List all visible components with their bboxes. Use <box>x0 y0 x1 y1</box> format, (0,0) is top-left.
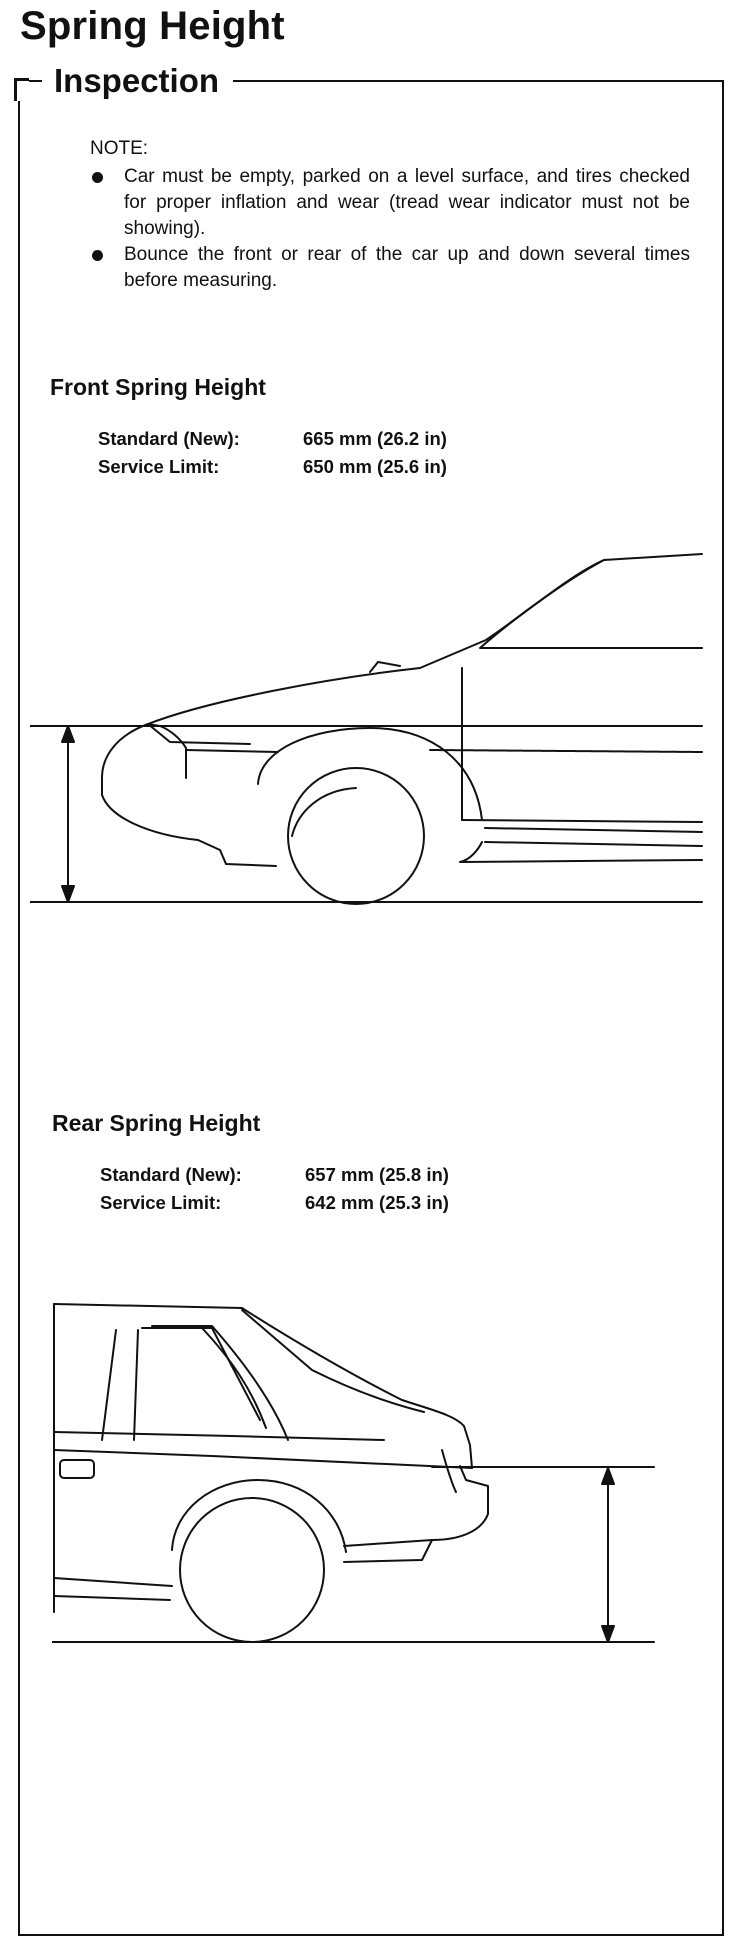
rear-arrow-head-top <box>601 1467 615 1485</box>
note-item: Car must be empty, parked on a level sur… <box>90 164 690 242</box>
front-heading: Front Spring Height <box>50 374 266 400</box>
frame-corner-bracket <box>14 78 29 101</box>
rear-wheel <box>179 1497 325 1643</box>
front-body-outline <box>147 553 703 725</box>
note-heading: NOTE: <box>90 138 149 159</box>
rear-marker-light <box>59 1459 95 1479</box>
front-standard-label: Standard (New): <box>98 428 240 449</box>
rear-limit-value: 642 mm (25.3 in) <box>305 1192 449 1213</box>
rear-standard-label: Standard (New): <box>100 1164 242 1185</box>
rear-arrow-head-bottom <box>601 1625 615 1643</box>
section-title: Inspection <box>42 62 234 100</box>
front-limit-label: Service Limit: <box>98 456 220 477</box>
front-standard-value: 665 mm (26.2 in) <box>303 428 447 449</box>
rear-standard-value: 657 mm (25.8 in) <box>305 1164 449 1185</box>
inspection-frame <box>18 80 724 1936</box>
front-limit-row: Service Limit: 650 mm (25.6 in) <box>98 453 447 481</box>
rear-body-outline <box>53 1303 473 1469</box>
rear-spec-block: Rear Spring Height Standard (New): 657 m… <box>52 1110 449 1217</box>
page-title: Spring Height <box>20 4 285 48</box>
front-car-illustration <box>30 553 703 905</box>
front-arrow-head-bottom <box>61 885 75 903</box>
rear-heading: Rear Spring Height <box>52 1110 261 1136</box>
rear-limit-row: Service Limit: 642 mm (25.3 in) <box>100 1189 449 1217</box>
front-spec-block: Front Spring Height Standard (New): 665 … <box>50 374 447 481</box>
note-list: Car must be empty, parked on a level sur… <box>90 164 690 294</box>
front-limit-value: 650 mm (25.6 in) <box>303 456 447 477</box>
rear-spec-table: Standard (New): 657 mm (25.8 in) Service… <box>100 1161 449 1217</box>
front-standard-row: Standard (New): 665 mm (26.2 in) <box>98 425 447 453</box>
front-wheel <box>287 767 425 905</box>
note-item: Bounce the front or rear of the car up a… <box>90 242 690 294</box>
rear-standard-row: Standard (New): 657 mm (25.8 in) <box>100 1161 449 1189</box>
front-spec-table: Standard (New): 665 mm (26.2 in) Service… <box>98 425 447 481</box>
rear-limit-label: Service Limit: <box>100 1192 222 1213</box>
front-arrow-head-top <box>61 725 75 743</box>
note-block: NOTE: Car must be empty, parked on a lev… <box>90 136 690 294</box>
rear-car-illustration <box>52 1303 655 1643</box>
